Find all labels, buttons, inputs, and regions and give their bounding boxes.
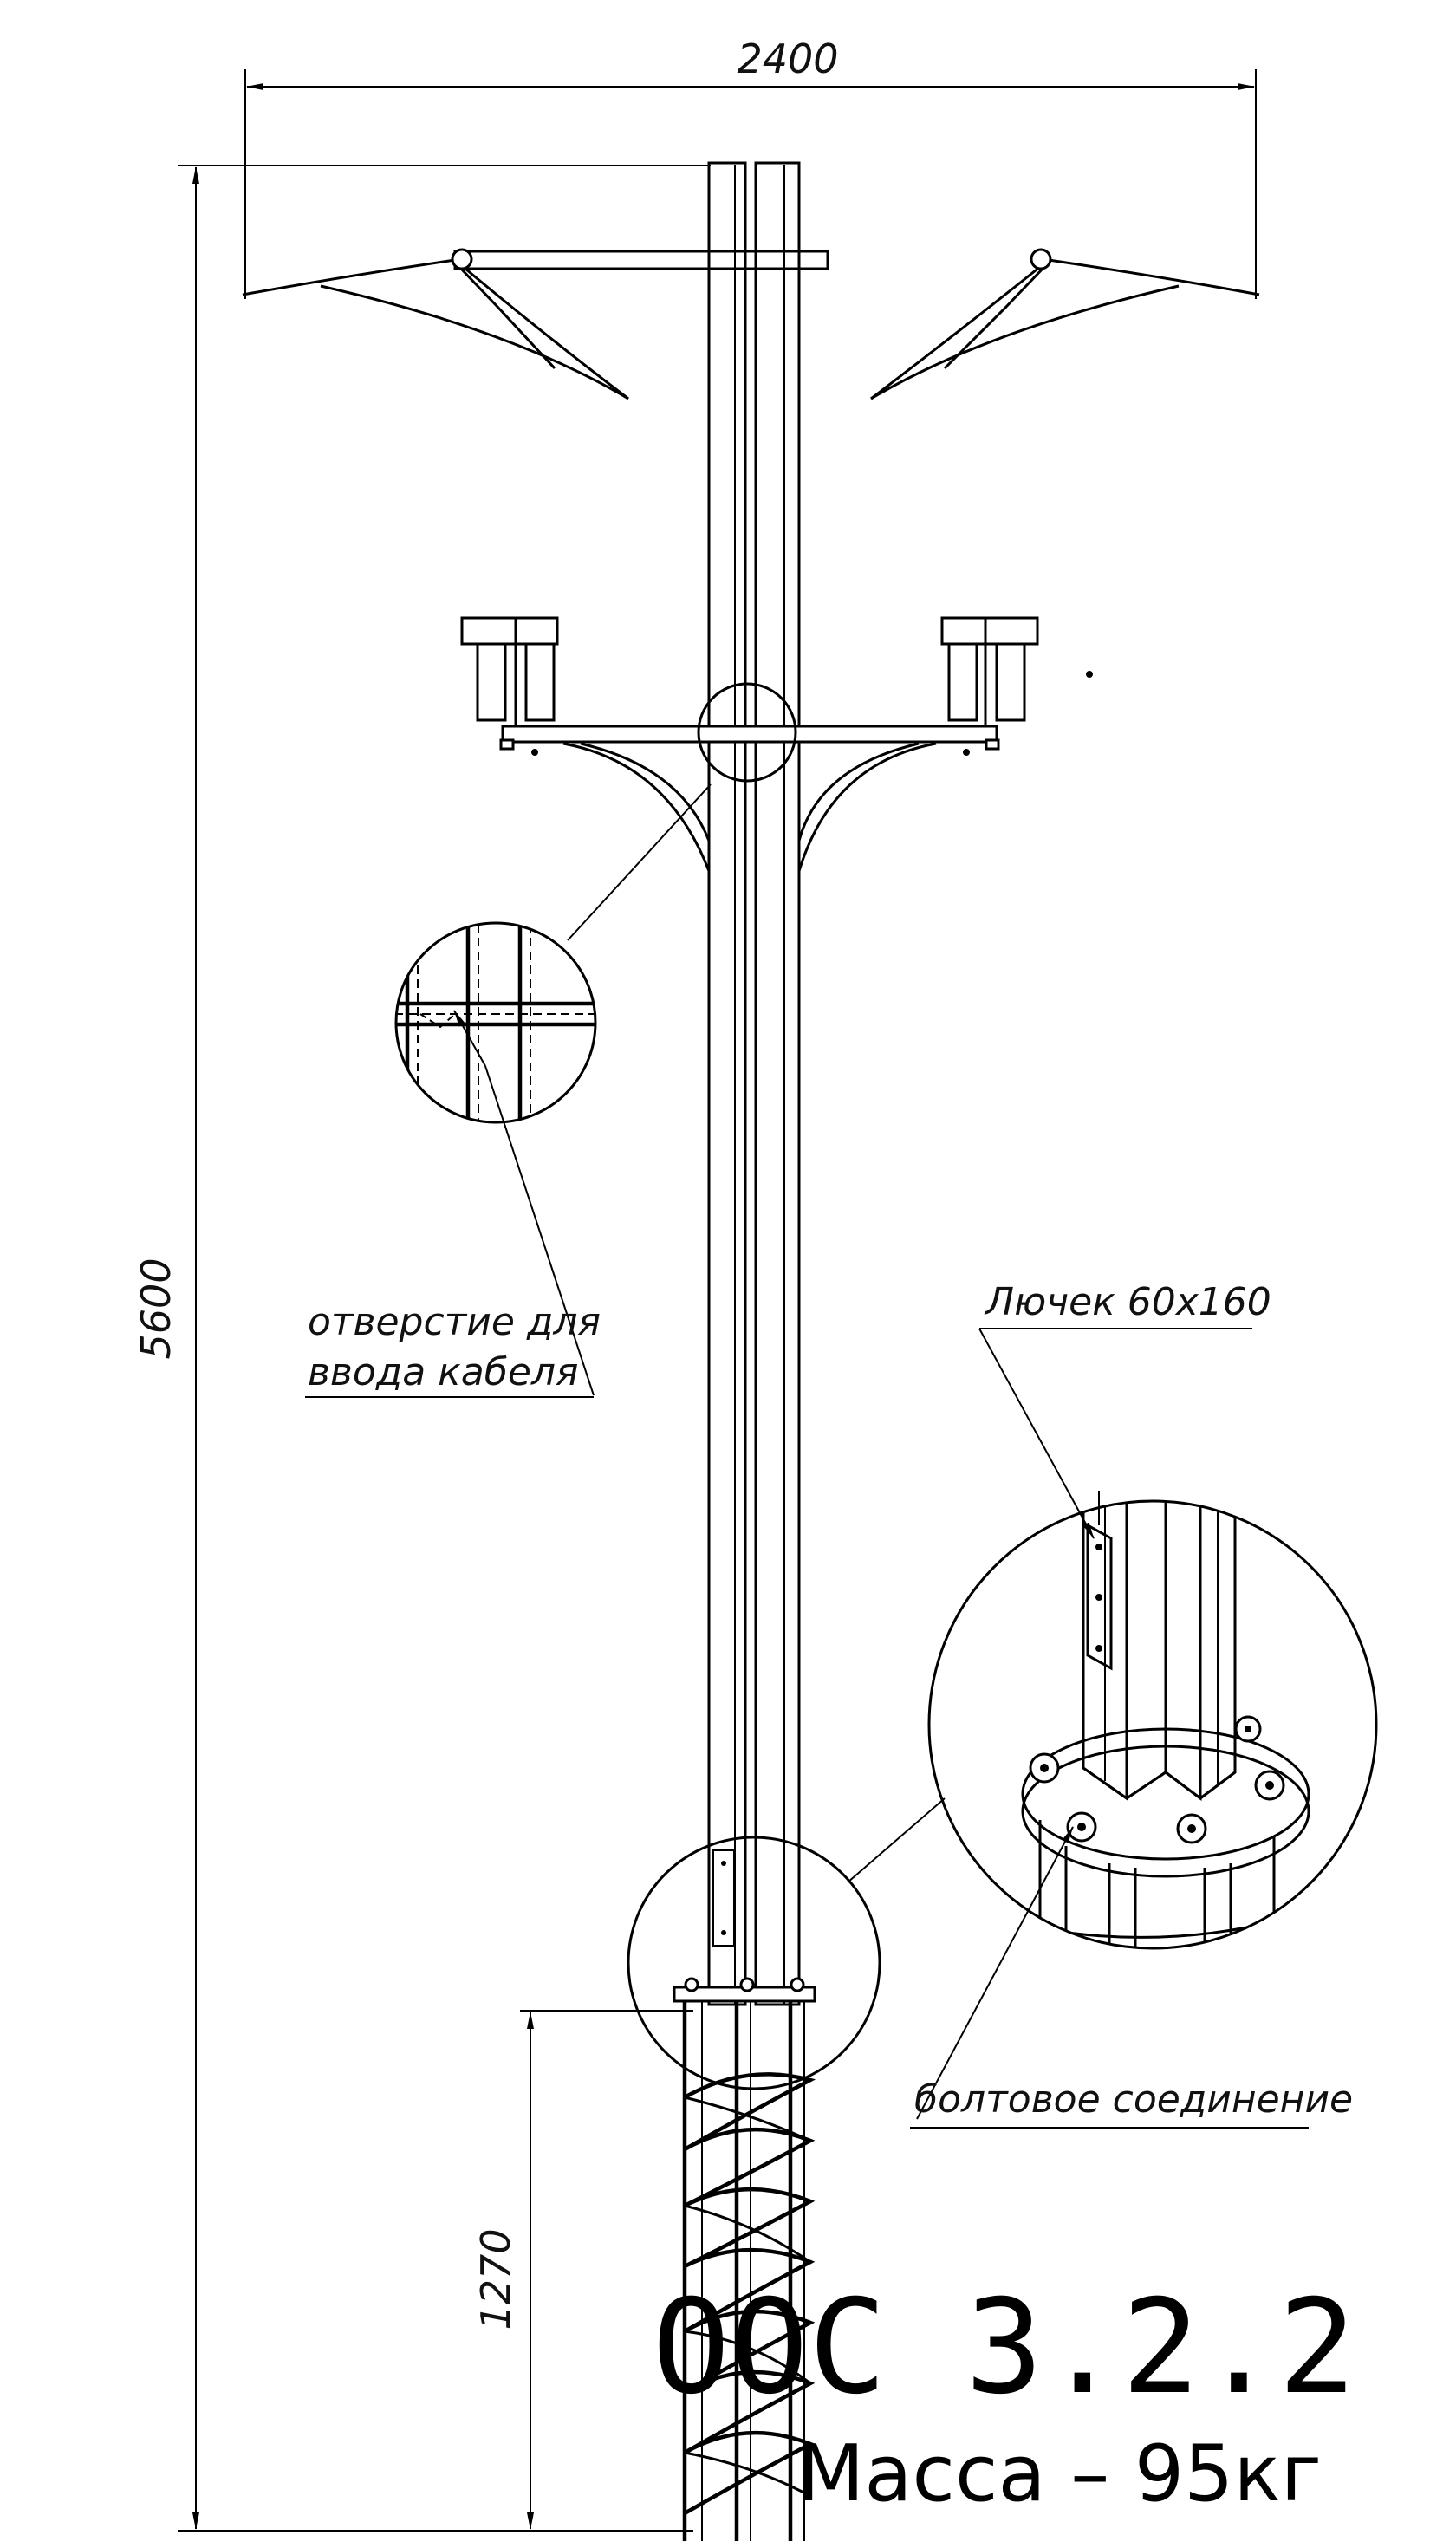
cable-hole-marker-circle bbox=[697, 682, 797, 783]
cable-hole-callout: отверстие для ввода кабеля bbox=[305, 1065, 601, 1398]
dimension-height: 5600 bbox=[133, 165, 711, 2532]
bolt-callout: болтовое соединение bbox=[910, 1826, 1353, 2129]
dimension-foundation: 1270 bbox=[472, 2010, 693, 2530]
hatch-cover bbox=[712, 1849, 735, 1947]
model-title: ООС 3.2.2 bbox=[652, 2272, 1356, 2423]
dimension-width-label: 2400 bbox=[737, 36, 838, 82]
top-crossarm bbox=[242, 248, 1260, 400]
left-insulator bbox=[460, 616, 559, 726]
dimension-height-label: 5600 bbox=[133, 1258, 179, 1359]
left-arm-hinge bbox=[451, 248, 473, 270]
detail-hatch-plate bbox=[1086, 1523, 1113, 1671]
right-insulator bbox=[940, 616, 1039, 726]
dimension-foundation-label: 1270 bbox=[472, 2228, 519, 2330]
lower-crossarm bbox=[460, 616, 1093, 872]
base-detail-circle bbox=[927, 1499, 1378, 1950]
cable-hole-label-line1: отверстие для bbox=[308, 1300, 601, 1344]
right-arm-hinge bbox=[1030, 248, 1052, 270]
cable-hole-label-line2: ввода кабеля bbox=[308, 1350, 579, 1394]
hatch-callout: Лючек 60х160 bbox=[978, 1280, 1271, 1539]
foundation bbox=[673, 1977, 816, 2541]
mass-label: Масса – 95кг bbox=[797, 2428, 1322, 2519]
base-marker-circle bbox=[627, 1836, 881, 2090]
title-block: ООС 3.2.2 Масса – 95кг bbox=[652, 2272, 1356, 2519]
bolt-label: болтовое соединение bbox=[914, 2077, 1353, 2122]
dimension-width: 2400 bbox=[244, 36, 1257, 299]
hatch-label: Лючек 60х160 bbox=[984, 1280, 1271, 1324]
pole bbox=[707, 161, 801, 2006]
